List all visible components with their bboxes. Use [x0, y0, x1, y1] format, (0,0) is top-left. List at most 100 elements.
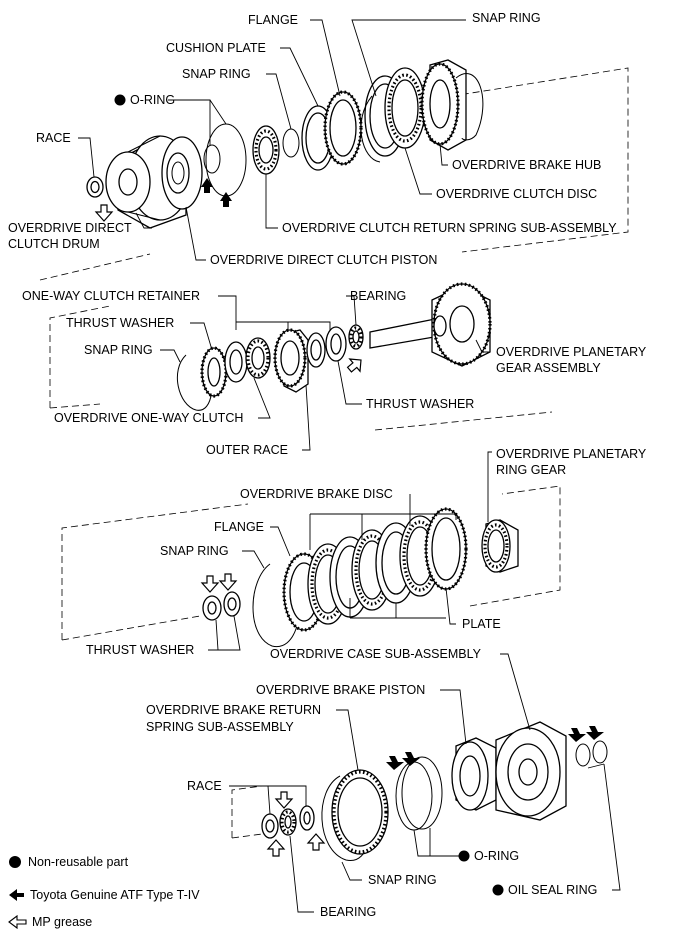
- grease-arrow-1: [94, 204, 114, 222]
- atf-arrow-1: [201, 178, 213, 193]
- grease-arrow-6: [266, 839, 286, 857]
- thrust-washer-mid-part: [200, 346, 228, 398]
- snap-ring-2-part: [360, 95, 381, 163]
- grease-icon: [8, 914, 27, 930]
- label-od-brake-disc: OVERDRIVE BRAKE DISC: [240, 487, 393, 501]
- label-flange-top: FLANGE: [248, 13, 298, 27]
- label-od-clutch-return-spring: OVERDRIVE CLUTCH RETURN SPRING SUB-ASSEM…: [282, 221, 617, 235]
- section-4-frame: [231, 785, 263, 839]
- label-thrust-washer-low: THRUST WASHER: [86, 643, 194, 657]
- section-2-frame: [49, 305, 111, 409]
- label-flange-low: FLANGE: [214, 520, 264, 534]
- section-3-parts: [61, 485, 561, 647]
- label-od-direct-clutch-drum-2: CLUTCH DRUM: [8, 237, 100, 251]
- od-clutch-disc-part: [364, 67, 426, 157]
- section-3-frame: [61, 485, 561, 641]
- one-way-clutch-retainer-part: [245, 337, 271, 379]
- label-od-brake-piston: OVERDRIVE BRAKE PISTON: [256, 683, 425, 697]
- outer-race-part: [273, 328, 309, 393]
- non-reusable-dot-top: [114, 94, 126, 106]
- label-bearing-bottom: BEARING: [320, 905, 376, 919]
- od-case-sub-assembly-part: [495, 721, 567, 821]
- atf-arrow-2: [220, 192, 232, 207]
- label-snap-ring-top: SNAP RING: [472, 11, 541, 25]
- non-reusable-icon: [9, 856, 21, 868]
- atf-arrow-6: [586, 726, 604, 740]
- bearing-bottom-part: [279, 808, 297, 836]
- label-od-direct-clutch-drum: OVERDRIVE DIRECT: [8, 221, 132, 235]
- od-brake-disc-part: [307, 515, 441, 625]
- label-race-bottom: RACE: [187, 779, 222, 793]
- label-cushion-plate: CUSHION PLATE: [166, 41, 266, 55]
- snap-ring-top-part: [455, 73, 484, 141]
- label-continuations: CLUTCH DRUM GEAR ASSEMBLY RING GEAR: [8, 237, 601, 477]
- plate-part: [424, 507, 468, 591]
- od-brake-return-spring-part: [331, 769, 389, 855]
- label-thrust-washer-mid2: THRUST WASHER: [366, 397, 474, 411]
- label-thrust-washer-mid: THRUST WASHER: [66, 316, 174, 330]
- grease-arrow-5: [274, 791, 294, 809]
- legend-mp-grease: MP grease: [32, 915, 92, 929]
- od-clutch-return-spring-part: [252, 125, 280, 175]
- o-ring-bottom-part: [395, 756, 443, 831]
- section-4-parts: [231, 721, 608, 861]
- label-o-ring-top: O-RING: [130, 93, 175, 107]
- section-2-parts: [49, 282, 553, 431]
- od-direct-clutch-piston-part: [161, 136, 203, 210]
- label-oil-seal-ring: OIL SEAL RING: [508, 883, 597, 897]
- label-od-direct-clutch-piston: OVERDRIVE DIRECT CLUTCH PISTON: [210, 253, 437, 267]
- label-od-planetary-gear-assembly: OVERDRIVE PLANETARY: [496, 345, 647, 359]
- section-1-frame: [39, 67, 629, 281]
- label-snap-ring-low: SNAP RING: [160, 544, 229, 558]
- atf-arrow-3: [386, 756, 404, 770]
- label-plate: PLATE: [462, 617, 501, 631]
- race-top-part: [86, 176, 104, 198]
- label-od-one-way-clutch: OVERDRIVE ONE-WAY CLUTCH: [54, 411, 243, 425]
- section-2-frame-2: [374, 411, 553, 431]
- atf-icon: [9, 889, 24, 901]
- section-1-parts: [39, 59, 629, 281]
- label-race-top: RACE: [36, 131, 71, 145]
- legend: Non-reusable part Toyota Genuine ATF Typ…: [8, 855, 200, 930]
- od-planetary-gear-assembly-part: [369, 282, 492, 367]
- od-planetary-ring-gear-part: [481, 519, 519, 573]
- grease-arrow-4: [218, 573, 238, 591]
- od-one-way-clutch-part: [224, 341, 248, 383]
- label-outer-race: OUTER RACE: [206, 443, 288, 457]
- non-reusable-dot-bottom: [458, 850, 470, 862]
- atf-arrow-4: [402, 752, 420, 766]
- label-od-planetary-ring-gear-2: RING GEAR: [496, 463, 566, 477]
- part-labels: FLANGE SNAP RING CUSHION PLATE SNAP RING…: [8, 11, 647, 919]
- label-snap-ring-2: SNAP RING: [182, 67, 251, 81]
- race-bottom-2-hole: [303, 811, 311, 825]
- label-snap-ring-bottom: SNAP RING: [368, 873, 437, 887]
- thrust-washer-mid2-part: [306, 326, 347, 368]
- oil-seal-ring-part: [575, 740, 608, 767]
- label-snap-ring-mid: SNAP RING: [84, 343, 153, 357]
- grease-arrows: [94, 204, 362, 857]
- snap-ring-small-part: [282, 128, 300, 158]
- label-od-planetary-gear-assembly-2: GEAR ASSEMBLY: [496, 361, 601, 375]
- od-brake-piston-part: [451, 737, 497, 811]
- legend-non-reusable: Non-reusable part: [28, 855, 129, 869]
- grease-arrow-3: [200, 575, 220, 593]
- label-od-brake-hub: OVERDRIVE BRAKE HUB: [452, 158, 601, 172]
- label-bearing-mid: BEARING: [350, 289, 406, 303]
- flange-top-part: [323, 90, 363, 166]
- atf-arrow-5: [568, 728, 586, 742]
- non-reusable-dot-oil-seal: [492, 884, 504, 896]
- grease-arrow-7: [306, 833, 326, 851]
- label-o-ring-bottom: O-RING: [474, 849, 519, 863]
- od-brake-hub-part: [420, 59, 467, 151]
- leader-lines: [78, 19, 621, 913]
- grease-arrow-2: [346, 358, 362, 373]
- thrust-washer-low-part: [202, 591, 241, 621]
- label-od-clutch-disc: OVERDRIVE CLUTCH DISC: [436, 187, 597, 201]
- race-bottom-part: [261, 813, 279, 839]
- legend-atf: Toyota Genuine ATF Type T-IV: [30, 888, 200, 902]
- label-od-case-sub-assembly: OVERDRIVE CASE SUB-ASSEMBLY: [270, 647, 482, 661]
- bearing-mid-part: [348, 324, 364, 350]
- atf-arrows: [201, 178, 604, 770]
